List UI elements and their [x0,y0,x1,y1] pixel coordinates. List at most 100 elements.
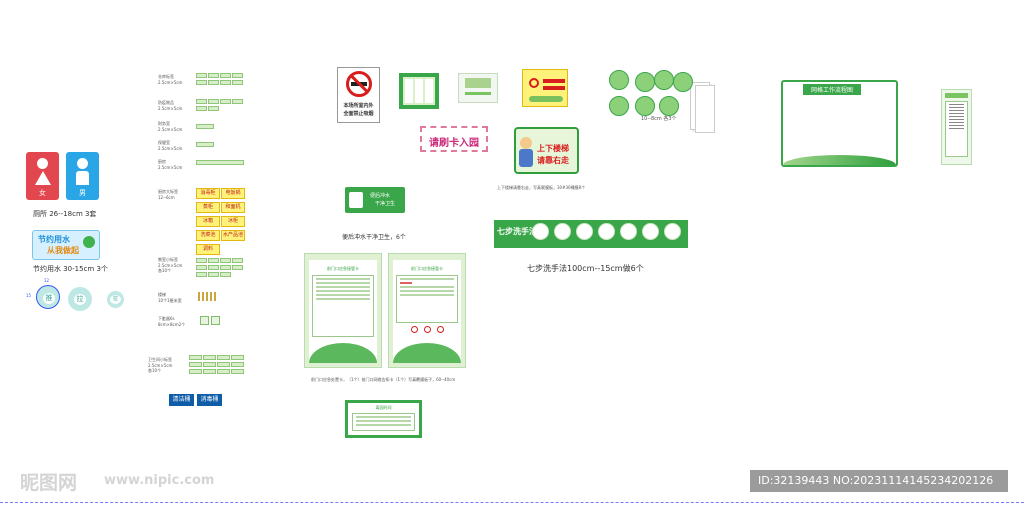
kitchen-big-name: 厨房大标签 [158,189,178,194]
flush-text1: 便后冲水 [370,193,391,199]
no-entry-sign [522,69,568,107]
pull-sign-small: 拉 [107,291,124,308]
label-group-name: 仓库标签 [158,74,174,79]
toilet-icon [349,192,363,208]
page-divider [0,502,1024,503]
circle-badge [654,70,674,90]
child-figure-icon [520,137,532,149]
kitchen-tag: 蒸柜 [196,202,220,213]
swipe-card-sign: 请刷卡入园 [420,126,488,152]
push-sign: 推 [36,285,60,309]
tag-strip-warehouse [196,73,243,78]
slot-icon-a [200,316,209,325]
female-icon [37,158,48,169]
circle-badge [609,96,629,116]
no-smoking-line1: 本场所室内外 [343,103,374,109]
hand-step-icon [598,223,615,240]
tag-strip-clinic [196,142,214,147]
prohibit-icon [436,326,444,333]
image-id-watermark: ID:32139443 NO:20231114145234202126 [750,470,1008,492]
kitchen-tag: 冰柜 [221,216,245,227]
toilet-female-sign: 女 [26,152,59,200]
label-group-size: 2.5cm×5cm [158,127,183,132]
kitchen-tag: 调料 [196,244,220,255]
hand-step-icon [642,223,659,240]
label-group-warehouse: 仓库标签 2.5cm×5cm [158,74,182,85]
stairs-size: 10个1厘米宽 [158,298,182,303]
clean-bucket-tag: 清洁桶 [169,394,194,406]
label-group-finance: 财务室 2.5cm×5cm [158,121,182,132]
faucet-icon [83,236,95,248]
handwash-banner: 七步洗手法 [494,220,688,248]
label-group-name: 财务室 [158,121,170,126]
door-cards-caption: 前门口应急处置卡，（1个）前门口网络告知卡（1个）写真覆膜板子，60--40cm [311,377,456,382]
toilet-male-label: 男 [79,189,86,197]
slots-title: 下脏器6s 8cm×8cm2个 [158,316,185,328]
label-group-name: 厨房 [158,159,166,164]
water-saving-sign: 节约用水 从我做起 [32,230,100,260]
wc-tags [189,355,244,374]
swipe-card-text: 请刷卡入园 [429,138,479,149]
notice-board-green [399,73,439,109]
door-card-title: 前门口应急接管卡 [327,266,359,271]
male-body-icon [76,171,89,185]
hand-step-icon [554,223,571,240]
label-group-kitchen: 厨房 2.5cm×5cm [158,159,182,170]
kitchen-big-size: 12--6cm [158,195,175,200]
label-group-name: 保健室 [158,140,170,145]
pull-sign: 拉 [68,287,92,311]
upstairs-sign: 上下楼梯 请靠右走 [514,127,579,174]
workflow-title: 网格工作流程图 [803,84,862,95]
handwash-title: 七步洗手法 [497,227,537,236]
kitchen-big-title: 厨房大标签 12--6cm [158,189,178,200]
upstairs-caption: 上下楼梯请靠右走，写真裹膜板，30#30裸膜8个 [497,185,586,190]
flush-sign: 便后冲水 干净卫生 [345,187,405,213]
door-card-emergency: 前门口应急接管卡 [304,253,382,368]
kitchen-tag: 和面机 [221,202,245,213]
no-smoking-line2: 全面禁止吸烟 [343,111,374,117]
classroom-count: 各10个 [158,268,172,273]
water-line1: 节约用水 [38,235,70,244]
circle-badges-card [603,70,715,140]
upstairs-line1: 上下楼梯 [537,144,569,153]
flush-text2: 干净卫生 [375,201,396,207]
notice-board-light [458,73,498,103]
schedule-sign: 离园时间 [345,400,422,438]
tag-strip-epidemic-2 [196,106,219,111]
wc-title: 卫生间小标签 2.5cm×5cm 各10个 [148,357,172,374]
label-group-clinic: 保健室 2.5cm×5cm [158,140,182,151]
wc-size: 2.5cm×5cm [148,363,173,368]
water-caption: 节约用水 30-15cm 3个 [33,265,108,273]
circle-badge [635,96,655,116]
dim-width: 12 [44,278,50,283]
stairs-name: 楼梯 [158,292,166,297]
flush-caption: 便后冲水干净卫生，6个 [342,234,406,241]
kitchen-tag: 消毒柜 [196,188,220,199]
classroom-tags [196,258,243,277]
upstairs-line2: 请靠右走 [537,156,569,165]
label-group-epidemic: 防疫物品 2.5cm×5cm [158,100,182,111]
hand-step-icon [620,223,637,240]
label-group-size: 2.5cm×5cm [158,106,183,111]
prohibit-icon [423,326,431,333]
label-group-size: 2.5cm×5cm [158,80,183,85]
female-body-icon [35,171,51,185]
door-card-network: 前门口应急接管卡 [388,253,466,368]
circle-badge [609,70,629,90]
no-smoking-icon [346,71,372,97]
disinfect-bucket-tag: 消毒桶 [197,394,222,406]
circle-badge [635,72,655,92]
hand-step-icon [664,223,681,240]
kitchen-tag: 水产品池 [221,230,245,241]
label-group-size: 2.5cm×5cm [158,146,183,151]
circle-badge [659,96,679,116]
pull-label: 拉 [74,294,86,305]
tag-strip-warehouse-2 [196,80,243,85]
door-card-title-2: 前门口应急接管卡 [411,266,443,271]
label-group-size: 2.5cm×5cm [158,165,183,170]
kitchen-tag: 洗菜池 [196,230,220,241]
circle-badge [673,72,693,92]
slots-name: 下脏器6s [158,316,175,321]
workflow-board: 网格工作流程图 [781,80,898,167]
label-column: 仓库标签 2.5cm×5cm 防疫物品 2.5cm×5cm 财务室 2.5cm×… [148,74,258,414]
